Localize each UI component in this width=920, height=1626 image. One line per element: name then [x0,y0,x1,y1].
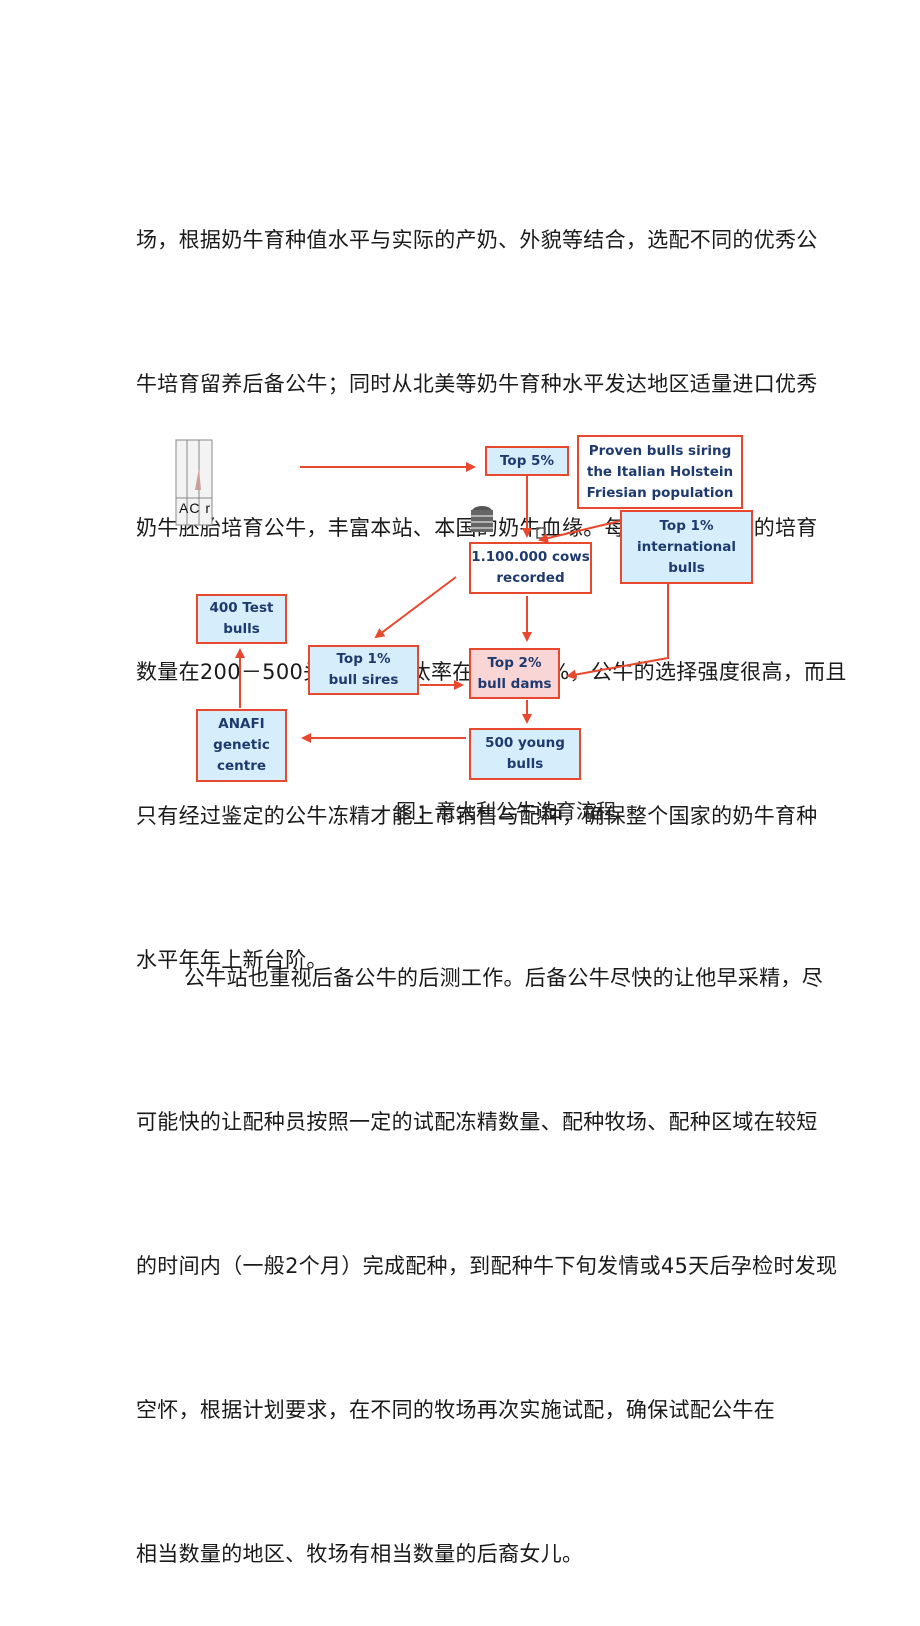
top2-bull-dams-label: Top 2% bull dams [477,654,552,692]
top5-label: Top 5% [500,452,554,469]
arrow [538,520,621,544]
top1-international-box: Top 1% international bulls [620,510,753,584]
top5-box: Top 5% [485,446,569,476]
image-fragment [175,439,213,526]
top1-international-label: Top 1% international bulls [637,517,736,576]
top1-bull-sires-label: Top 1% bull sires [328,651,399,688]
top1-bull-sires-box: Top 1% bull sires [308,645,419,695]
paragraph-line: 相当数量的地区、牧场有相当数量的后裔女儿。 [136,1542,584,1566]
young-bulls-label: 500 young bulls [485,735,565,772]
arrow [374,576,457,639]
young-bulls-box: 500 young bulls [469,728,581,780]
figure-caption: 图：意大利公牛选育流程 [396,799,616,823]
anafi-box: ANAFI genetic centre [196,709,287,782]
paragraph-line: 的时间内（一般2个月）完成配种，到配种牛下旬发情或45天后孕检时发现 [136,1254,838,1278]
paragraph-line: 只有经过鉴定的公牛冻精才能上市销售与配种，确保整个国家的奶牛育种 [136,804,818,828]
proven-bulls-box: Proven bulls siring the Italian Holstein… [577,435,743,509]
cows-recorded-label: 1.100.000 cows recorded [471,549,590,586]
top2-bull-dams-box: Top 2% bull dams [469,648,560,699]
paragraph-line: 牛培育留养后备公牛；同时从北美等奶牛育种水平发达地区适量进口优秀 [136,372,818,396]
arrow [566,583,669,680]
paragraph-line: 公牛站也重视后备公牛的后测工作。后备公牛尽快的让他早采精，尽 [184,966,823,990]
paragraph-2: 公牛站也重视后备公牛的后测工作。后备公牛尽快的让他早采精，尽 可能快的让配种员按… [136,858,876,1626]
paragraph-line: 空怀，根据计划要求，在不同的牧场再次实施试配，确保试配公牛在 [136,1398,775,1422]
cow-icon [471,506,546,539]
flow-diagram [175,439,669,743]
proven-bulls-label: Proven bulls siring the Italian Holstein… [586,442,734,501]
paragraph-line: 水平年年上新台阶。 [136,948,328,972]
paragraph-line: 场，根据奶牛育种值水平与实际的产奶、外貌等结合，选配不同的优秀公 [136,228,818,252]
test-bulls-box: 400 Test bulls [196,594,287,644]
anafi-label: ANAFI genetic centre [213,716,270,774]
cows-recorded-box: 1.100.000 cows recorded [469,542,592,594]
test-bulls-label: 400 Test bulls [209,600,274,637]
paragraph-line: 可能快的让配种员按照一定的试配冻精数量、配种牧场、配种区域在较短 [136,1110,818,1134]
fragment-label: AC r [179,500,211,516]
